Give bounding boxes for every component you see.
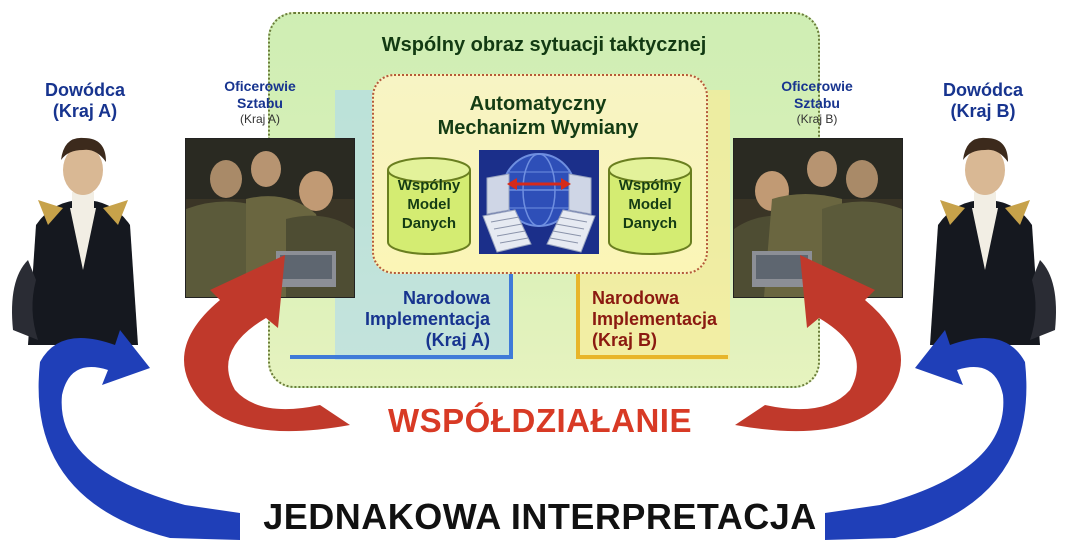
exchange-title-line2: Mechanizm Wymiany <box>437 117 639 139</box>
national-a-line1: Narodowa <box>402 288 490 308</box>
national-a-line3: (Kraj A) <box>425 330 490 350</box>
country-b-line-horizontal <box>578 355 728 359</box>
commander-a-figure <box>8 130 158 345</box>
data-model-right-line1: Wspólny <box>618 177 682 194</box>
national-b-line2: Implementacja <box>592 309 718 329</box>
staff-a-label: Oficerowie Sztabu (Kraj A) <box>205 78 315 126</box>
commander-a-line2: (Kraj A) <box>52 101 118 121</box>
staff-a-line1: Oficerowie <box>224 78 296 94</box>
commander-b-line2: (Kraj B) <box>950 101 1016 121</box>
national-b-line3: (Kraj B) <box>592 330 658 350</box>
national-a-line2: Implementacja <box>364 309 490 329</box>
data-model-left-line1: Wspólny <box>397 177 461 194</box>
blue-arrow-right-icon <box>825 330 1027 540</box>
cylinder-icon <box>387 157 471 255</box>
staff-b-label: Oficerowie Sztabu (Kraj B) <box>762 78 872 126</box>
staff-b-country: (Kraj B) <box>796 112 838 126</box>
national-b-line1: Narodowa <box>592 288 680 308</box>
data-model-right-line3: Danych <box>622 215 678 232</box>
country-b-line-vertical <box>576 270 580 359</box>
national-implementation-b: Narodowa Implementacja (Kraj B) <box>592 288 742 351</box>
staff-b-line2: Sztabu <box>794 95 840 111</box>
staff-officers-photo-b <box>733 138 903 298</box>
data-model-left-label: Wspólny Model Danych <box>386 176 472 233</box>
commander-a-label: Dowódca (Kraj A) <box>20 80 150 122</box>
red-arrow-left-icon <box>184 255 350 432</box>
data-model-right-cylinder <box>607 156 693 256</box>
data-model-left-line2: Model <box>407 196 451 213</box>
staff-b-line1: Oficerowie <box>781 78 853 94</box>
exchange-mechanism-title: Automatyczny Mechanizm Wymiany <box>372 92 704 140</box>
commander-b-figure <box>910 130 1060 345</box>
common-interpretation-label: JEDNAKOWA INTERPRETACJA <box>263 496 817 537</box>
data-model-right-line2: Model <box>628 196 672 213</box>
commander-a-line1: Dowódca <box>44 80 125 100</box>
country-a-line-vertical <box>509 270 513 359</box>
data-exchange-icon <box>479 150 599 254</box>
data-model-left-cylinder <box>386 156 472 256</box>
commander-b-line1: Dowódca <box>942 80 1023 100</box>
cooperation-label: WSPÓŁDZIAŁANIE <box>388 402 692 439</box>
data-model-right-label: Wspólny Model Danych <box>607 176 693 233</box>
national-implementation-a: Narodowa Implementacja (Kraj A) <box>340 288 490 351</box>
exchange-title-line1: Automatyczny <box>469 93 607 115</box>
blue-arrow-left-icon <box>38 330 240 540</box>
staff-a-country: (Kraj A) <box>239 112 280 126</box>
country-a-line-horizontal <box>290 355 512 359</box>
data-model-left-line3: Danych <box>401 215 457 232</box>
red-arrow-right-icon <box>735 255 901 432</box>
staff-officers-photo-a <box>185 138 355 298</box>
cylinder-icon <box>608 157 692 255</box>
shared-tactical-picture-title: Wspólny obraz sytuacji taktycznej <box>381 34 707 56</box>
commander-b-label: Dowódca (Kraj B) <box>918 80 1048 122</box>
staff-a-line2: Sztabu <box>237 95 283 111</box>
